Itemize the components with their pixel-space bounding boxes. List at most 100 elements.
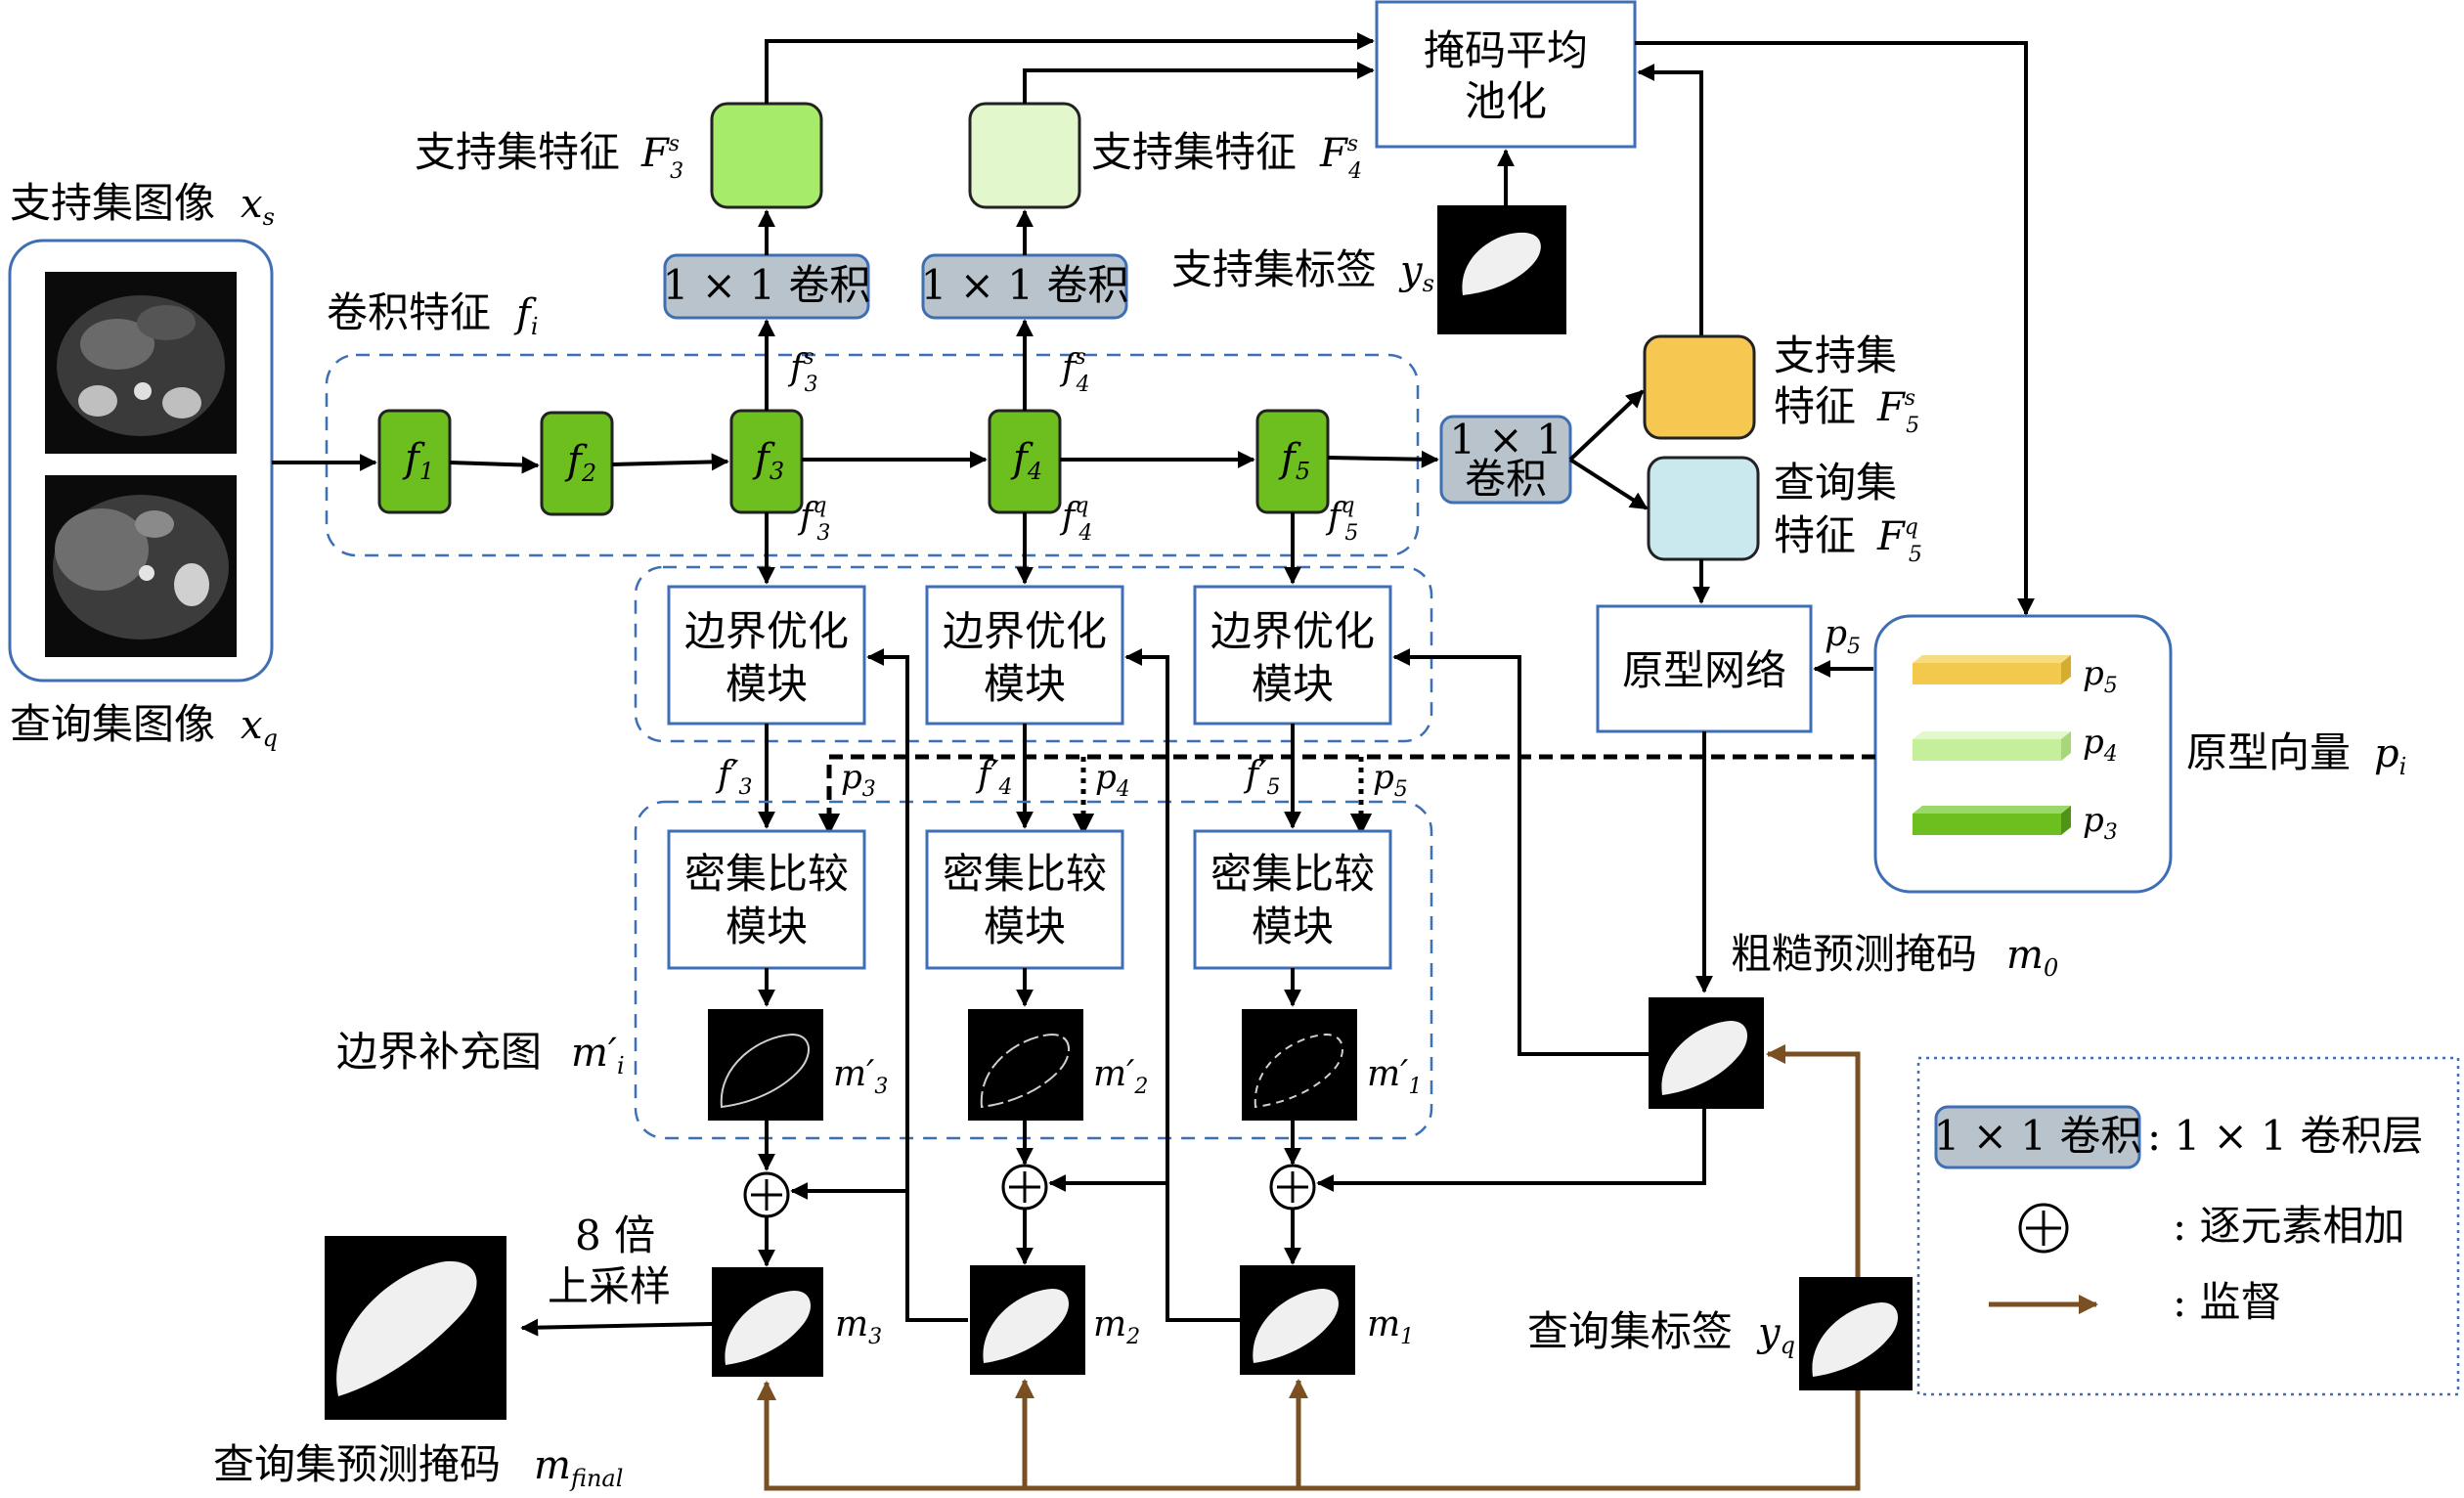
m0-to-bo5-arrow [1392,648,1649,1056]
svg-text:模块: 模块 [726,903,808,950]
svg-text:密集比较: 密集比较 [1210,850,1375,898]
query-feat-5-line2: 特征 [1774,511,1856,559]
m3-label: m3 [835,1304,882,1349]
dense-cmp-region [634,800,1433,1140]
supervise-m3-arrow [757,1381,1861,1491]
svg-text:密集比较: 密集比较 [943,850,1107,898]
legend-supervise-desc: : 监督 [2173,1278,2282,1326]
p5-bar [1913,655,2071,684]
support-feat-5-line1: 支持集 [1774,331,1897,379]
mfinal-label: mfinal [534,1443,623,1492]
svg-text:f5: f5 [1278,436,1310,485]
p5-protonet-label: p5 [1825,614,1861,659]
query-image-var: xq [241,703,278,752]
support-label-mask-image [1437,205,1566,334]
m0-label: m0 [2006,933,2058,982]
f4-node: f4 [988,409,1062,514]
svg-text:1 × 1 卷积: 1 × 1 卷积 [1934,1112,2142,1160]
query-label-var: yq [1756,1310,1795,1359]
boundary-opt-module-5: 边界优化 模块 [1193,585,1392,726]
conv5-to-F5q-arrow [1568,458,1649,510]
F5s-to-pool-arrow [1637,64,1703,336]
m3p-label: m′3 [833,1054,888,1099]
F3s-feature-block [710,102,823,209]
conv5-to-F5s-arrow [1568,389,1645,462]
f2-node: f2 [540,411,614,516]
svg-text:掩码平均: 掩码平均 [1424,26,1588,74]
upsample-line2: 上采样 [548,1262,671,1310]
prototype-vector-label: 原型向量 [2186,728,2351,776]
dense-cmp-module-5: 密集比较 模块 [1193,829,1392,970]
boundary-opt-module-4: 边界优化 模块 [925,585,1124,726]
f4p-label: f′4 [975,755,1013,800]
support-label-var: ys [1398,248,1434,297]
f5-to-conv-arrow [1327,450,1439,468]
dense-cmp-module-4: 密集比较 模块 [925,829,1124,970]
prototype-vector-var: pi [2374,731,2406,780]
svg-text:1 × 1 卷积: 1 × 1 卷积 [921,261,1129,309]
conv-features-var: fi [513,291,539,340]
add-node-3 [743,1171,790,1218]
support-image-var: xs [241,182,275,231]
mask-m1 [1240,1265,1355,1375]
svg-text:密集比较: 密集比较 [684,850,849,898]
support-feat-5-line2: 特征 [1774,382,1856,430]
p5-label: p5 [2083,654,2118,698]
svg-text:模块: 模块 [1252,903,1334,950]
prototype-network-box: 原型网络 [1596,604,1813,733]
svg-text:边界优化: 边界优化 [684,607,849,655]
F3s-to-pool-arrow [765,32,1375,104]
m3-to-final-arrow [520,1318,713,1337]
f1-node: f1 [377,409,452,514]
boundary-map-m3p [708,1009,823,1121]
boundary-opt-module-3: 边界优化 模块 [667,585,866,726]
mask-m3 [712,1267,823,1377]
m0-to-plus1-arrow [1316,1093,1706,1192]
supervise-m0-arrow [1766,1044,1861,1277]
boundary-opt-region [634,565,1433,743]
coarse-mask-label: 粗糙预测掩码 [1731,930,1977,978]
query-feat-5-line1: 查询集 [1774,459,1897,507]
conv1x1-f5: 1 × 1 卷积 [1439,415,1572,505]
p4-dcm-label: p4 [1095,758,1130,802]
m1-label: m1 [1367,1304,1414,1349]
support-label-text: 支持集标签 [1171,245,1377,293]
mip-label: m′i [571,1031,625,1079]
f3-node: f3 [729,409,804,514]
p3-dashed-arrow [817,754,1875,836]
p5-dcm-label: p5 [1373,758,1408,802]
mask-m2 [970,1265,1085,1375]
svg-text:模块: 模块 [984,660,1066,708]
f3p-label: f′3 [715,755,753,800]
upsample-line1: 8 倍 [575,1212,655,1259]
final-prediction-mask [325,1236,506,1420]
coarse-mask-m0 [1649,997,1764,1109]
query-label-mask-image [1799,1277,1913,1390]
conv1x1-f3: 1 × 1 卷积 [663,253,870,320]
svg-text:边界优化: 边界优化 [943,607,1107,655]
p4-bar [1913,731,2071,761]
add-node-1 [1269,1164,1316,1211]
f5-node: f5 [1255,409,1330,514]
m2-to-bo3-arrow [866,648,968,1322]
F4s-feature-block [968,102,1081,209]
dense-cmp-module-3: 密集比较 模块 [667,829,866,970]
query-mri-image [45,475,237,657]
conv-features-label: 卷积特征 [327,288,491,336]
F5q-feature-block [1647,456,1760,561]
legend-conv-key: 1 × 1 卷积 [1934,1105,2142,1169]
support-image-label: 支持集图像 [10,179,215,227]
legend-add-desc: : 逐元素相加 [2173,1202,2405,1250]
conv1x1-f4: 1 × 1 卷积 [921,253,1129,320]
f5p-label: f′5 [1243,755,1281,800]
p3-label: p3 [2083,801,2118,845]
m1-to-bo4-arrow [1124,648,1242,1322]
p3-bar [1913,806,2071,835]
